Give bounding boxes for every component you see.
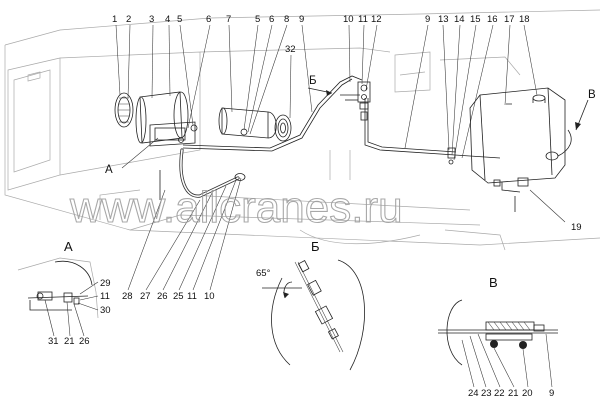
label-3: 3 <box>149 14 154 25</box>
label-10b: 10 <box>204 291 215 302</box>
label-8: 8 <box>284 14 289 25</box>
main-drawing: 1 2 3 4 5 6 7 5 6 8 9 10 11 12 9 13 14 1… <box>4 9 600 302</box>
view-a-detail: А 29 11 30 31 21 26 <box>17 239 111 347</box>
bottom-labels: 28 27 26 25 11 10 <box>122 291 215 302</box>
label-6: 6 <box>206 14 211 25</box>
label-28: 28 <box>122 291 133 302</box>
view-v-label-24: 24 <box>468 388 479 399</box>
label-27: 27 <box>140 291 151 302</box>
view-b-detail: Б 65° <box>256 239 365 371</box>
air-vent <box>114 92 134 128</box>
label-9: 9 <box>299 14 304 25</box>
heater-exhaust-unit <box>218 107 292 142</box>
label-2: 2 <box>126 14 131 25</box>
label-10: 10 <box>343 14 354 25</box>
label-5b: 5 <box>255 14 260 25</box>
label-14: 14 <box>454 14 465 25</box>
valve-block <box>345 81 371 121</box>
view-v-label-23: 23 <box>481 388 492 399</box>
fuel-lines <box>182 75 501 159</box>
label-15: 15 <box>470 14 481 25</box>
label-17: 17 <box>504 14 515 25</box>
view-v-marker: В <box>588 89 596 101</box>
label-12: 12 <box>371 14 382 25</box>
view-b-marker: Б <box>309 75 317 87</box>
label-13: 13 <box>438 14 449 25</box>
view-v-label-22: 22 <box>494 388 505 399</box>
view-a-label-26: 26 <box>79 336 90 347</box>
label-4: 4 <box>165 14 170 25</box>
view-b-arrow <box>307 87 333 96</box>
heater-unit <box>135 91 198 147</box>
label-7: 7 <box>226 14 231 25</box>
view-a-label-29: 29 <box>100 278 111 289</box>
label-32: 32 <box>285 44 296 55</box>
label-11: 11 <box>358 14 368 25</box>
view-v-arrow <box>575 99 589 131</box>
label-26: 26 <box>157 291 168 302</box>
view-v-label-20: 20 <box>522 388 533 399</box>
label-19: 19 <box>571 222 582 233</box>
label-1: 1 <box>112 14 117 25</box>
fuel-tank <box>469 87 572 212</box>
view-v-label-21: 21 <box>508 388 519 399</box>
view-v-title: В <box>489 275 498 290</box>
view-v-label-9: 9 <box>549 388 554 399</box>
view-a-label-21: 21 <box>64 336 75 347</box>
view-b-angle: 65° <box>256 268 271 279</box>
view-a-label-31: 31 <box>48 336 59 347</box>
label-25: 25 <box>173 291 184 302</box>
tank-fittings <box>447 147 501 187</box>
view-b-title: Б <box>311 239 320 254</box>
view-a-marker: А <box>105 164 113 176</box>
label-6b: 6 <box>269 14 274 25</box>
view-a-label-11: 11 <box>100 291 110 302</box>
watermark: www.allcranes.ru <box>69 183 403 232</box>
top-labels: 1 2 3 4 5 6 7 5 6 8 9 10 11 12 9 13 14 1… <box>112 14 530 25</box>
label-11b: 11 <box>187 291 197 302</box>
cab-body-outline <box>4 9 600 251</box>
label-16: 16 <box>487 14 498 25</box>
label-5: 5 <box>177 14 182 25</box>
label-18: 18 <box>519 14 530 25</box>
heater-hose <box>159 148 246 200</box>
leader-lines <box>115 24 566 291</box>
view-a-label-30: 30 <box>100 305 111 316</box>
view-a-title: А <box>64 239 73 254</box>
label-9b: 9 <box>425 14 430 25</box>
view-v-detail: В 24 23 22 21 20 9 <box>438 275 558 399</box>
